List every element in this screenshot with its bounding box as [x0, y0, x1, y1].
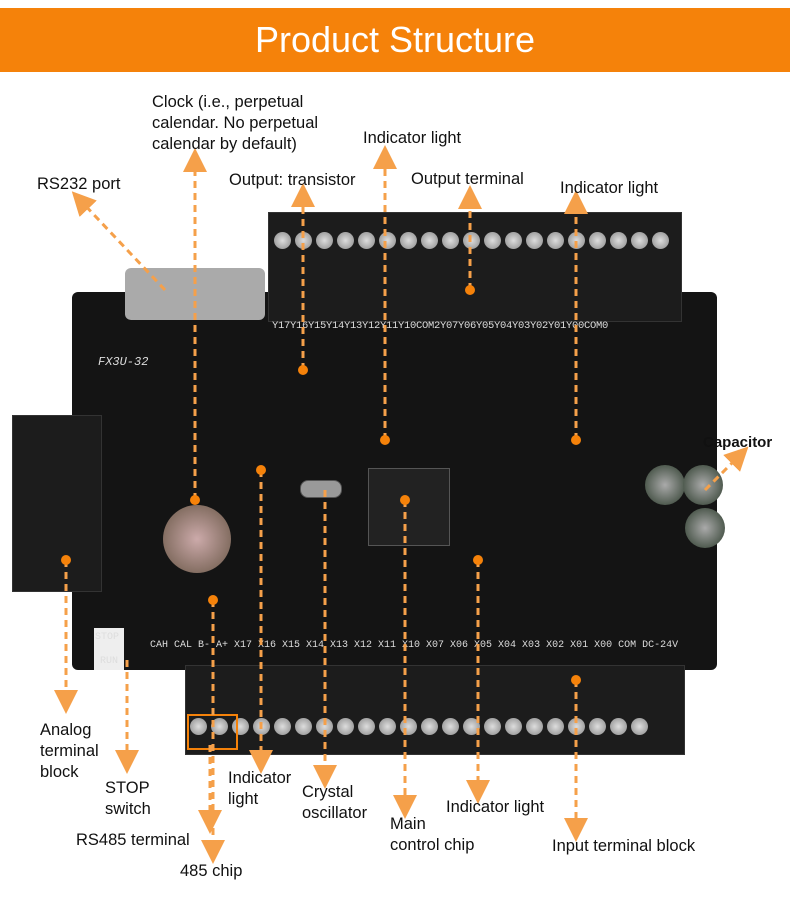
input-screws — [190, 718, 648, 735]
label-stop-switch: STOP switch — [105, 779, 151, 818]
switch-stop-marking: STOP — [95, 632, 120, 643]
label-rs232-port: RS232 port — [37, 175, 121, 193]
analog-terminal-block — [12, 415, 102, 592]
main-control-chip — [368, 468, 450, 546]
capacitor — [683, 465, 723, 505]
label-capacitor: Capacitor — [703, 434, 773, 451]
label-crystal-oscillator: Crystal oscillator — [302, 783, 368, 822]
model-marking: FX3U-32 — [98, 355, 149, 369]
label-indicator-light-bottom: Indicator light — [446, 798, 545, 816]
crystal-oscillator — [300, 480, 342, 498]
output-terminal-block — [268, 212, 682, 322]
label-rs485-terminal: RS485 terminal — [76, 831, 190, 849]
header-title: Product Structure — [254, 19, 536, 60]
label-clock: Clock (i.e., perpetual calendar. No perp… — [152, 93, 319, 153]
switch-run-marking: RUN — [100, 656, 119, 667]
capacitor — [645, 465, 685, 505]
clock-battery — [163, 505, 231, 573]
label-485-chip: 485 chip — [180, 862, 243, 880]
label-indicator-light-bottom-left: Indicator light — [228, 769, 292, 808]
header-banner: Product Structure — [0, 8, 790, 72]
label-indicator-light-right: Indicator light — [560, 179, 659, 197]
label-output-terminal: Output terminal — [411, 170, 524, 188]
rs232-leader — [71, 191, 167, 292]
label-indicator-light-top: Indicator light — [363, 129, 462, 147]
output-terminal-marking: Y17Y16Y15Y14Y13Y12Y11Y10COM2Y07Y06Y05Y04… — [272, 320, 609, 332]
label-input-terminal-block: Input terminal block — [552, 837, 696, 855]
input-terminal-block — [185, 665, 685, 755]
capacitor-leader — [703, 446, 749, 492]
output-screws — [274, 232, 669, 249]
label-output-transistor: Output: transistor — [229, 171, 356, 189]
label-main-control-chip: Main control chip — [390, 815, 475, 854]
capacitor — [685, 508, 725, 548]
input-terminal-marking: CAH CAL B- A+ X17 X16 X15 X14 X13 X12 X1… — [150, 640, 679, 651]
label-analog-terminal-block: Analog terminal block — [40, 721, 99, 781]
stop-run-switch — [94, 628, 124, 670]
